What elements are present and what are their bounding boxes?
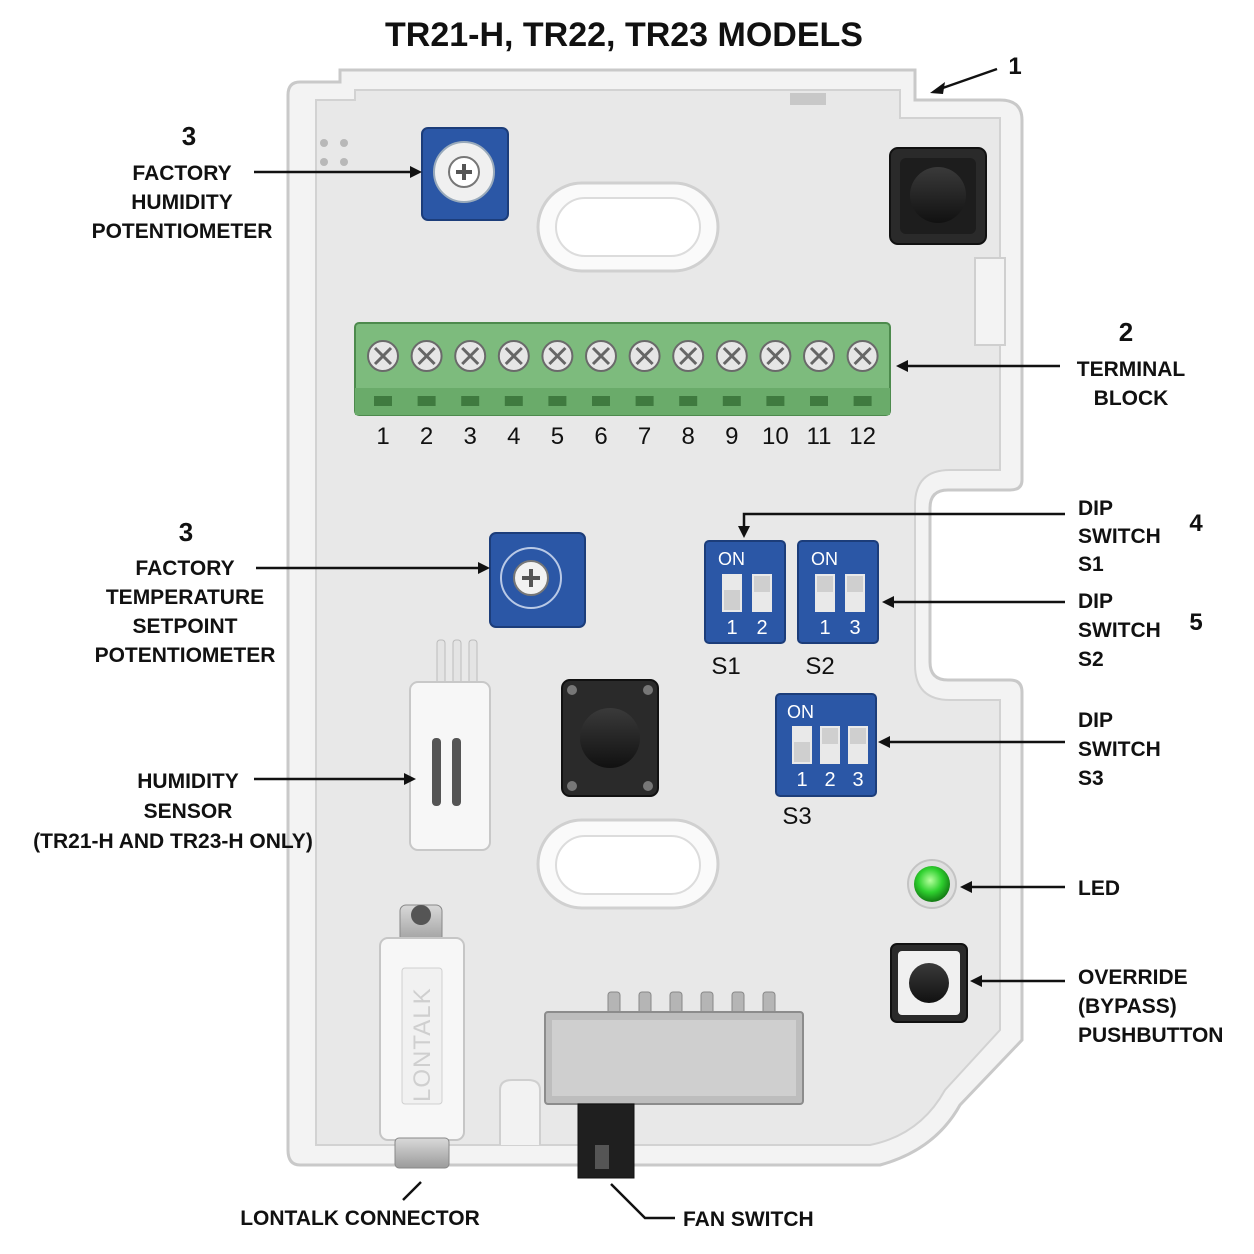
callout-1-num: 1 [1008,53,1021,80]
override-pushbutton[interactable] [890,943,968,1023]
s3-num-3: 3 [852,769,863,791]
callout-ov-l2: (BYPASS) [1078,995,1177,1018]
terminal-screw-1[interactable] [367,340,399,406]
callout-humidity-sensor: HUMIDITY SENSOR (TR21-H AND TR23-H ONLY) [33,770,313,853]
callout-2-l2: BLOCK [1094,387,1169,410]
callout-s3-l1: DIP [1078,709,1113,732]
callout-3b-l1: FACTORY [135,557,234,580]
callout-3b-l2: TEMPERATURE [106,586,264,609]
terminal-number-12: 12 [849,423,876,450]
terminal-number-6: 6 [594,423,607,450]
dip-switch-s2[interactable]: ON 1 3 [797,540,879,644]
callout-4-l2: SWITCH [1078,525,1161,548]
terminal-screw-11[interactable] [803,340,835,406]
callout-5-num: 5 [1189,609,1202,636]
terminal-screw-5[interactable] [541,340,574,406]
s2-num-1: 1 [819,617,830,639]
callout-1: 1 [1008,53,1021,80]
humidity-sensor [409,639,491,851]
callout-4-l3: S1 [1078,553,1104,576]
callout-3b-l4: POTENTIOMETER [95,644,276,667]
fan-switch[interactable] [544,991,804,1179]
callout-4-num: 4 [1189,510,1203,537]
terminal-screw-4[interactable] [497,340,530,406]
lontalk-connector[interactable]: LONTALK [379,904,465,1169]
terminal-number-4: 4 [507,423,520,450]
s3-num-2: 2 [824,769,835,791]
callout-2-l1: TERMINAL [1077,358,1186,381]
terminal-screw-6[interactable] [585,340,617,406]
callout-dip-s3: DIP SWITCH S3 [1078,709,1161,790]
callout-led: LED [1078,877,1120,900]
lontalk-body-text: LONTALK [409,987,436,1102]
callout-fan-l1: FAN SWITCH [683,1208,814,1231]
status-led [907,859,957,909]
callout-4-l1: DIP [1078,497,1113,520]
s2-name: S2 [805,653,834,680]
callout-lontalk: LONTALK CONNECTOR [240,1207,480,1230]
terminal-screw-2[interactable] [410,340,443,406]
humidity-potentiometer[interactable] [421,127,509,221]
top-pushbutton[interactable] [889,147,987,245]
callout-3a-l1: FACTORY [132,162,231,185]
s1-on-label: ON [718,549,745,569]
s1-name: S1 [711,653,740,680]
s1-num-2: 2 [756,617,767,639]
terminal-number-7: 7 [638,423,651,450]
callout-3a-num: 3 [182,121,196,151]
terminal-screw-3[interactable] [454,340,487,406]
dip-switch-s1[interactable]: ON 1 2 [704,540,786,644]
terminal-number-3: 3 [464,423,477,450]
callout-temperature-pot: 3 FACTORY TEMPERATURE SETPOINT POTENTIOM… [95,517,276,667]
terminal-number-5: 5 [551,423,564,450]
callout-ov-l1: OVERRIDE [1078,966,1188,989]
terminal-number-8: 8 [682,423,695,450]
center-pushbutton[interactable] [561,679,659,797]
s2-num-2: 3 [849,617,860,639]
callout-dip-s2: DIP SWITCH S2 5 [1078,590,1203,671]
s2-on-label: ON [811,549,838,569]
s1-num-1: 1 [726,617,737,639]
callout-5-l2: SWITCH [1078,619,1161,642]
callout-3b-num: 3 [179,517,193,547]
callout-terminal-block: 2 TERMINAL BLOCK [1077,317,1186,410]
terminal-block [354,322,891,416]
terminal-screw-8[interactable] [672,340,705,406]
s3-on-label: ON [787,702,814,722]
callout-5-l1: DIP [1078,590,1113,613]
callout-2-num: 2 [1119,317,1133,347]
terminal-number-1: 1 [376,423,389,450]
callout-3b-l3: SETPOINT [132,615,237,638]
callout-humidity-pot: 3 FACTORY HUMIDITY POTENTIOMETER [92,121,273,243]
callout-s3-l2: SWITCH [1078,738,1161,761]
callout-5-l3: S2 [1078,648,1104,671]
terminal-number-10: 10 [762,423,789,450]
terminal-number-11: 11 [807,423,832,450]
callout-3a-l2: HUMIDITY [131,191,233,214]
terminal-screw-7[interactable] [628,340,661,406]
callout-hs-l3: (TR21-H AND TR23-H ONLY) [33,830,313,853]
terminal-number-9: 9 [725,423,738,450]
temperature-potentiometer[interactable] [489,532,586,628]
page-title: TR21-H, TR22, TR23 MODELS [385,16,863,54]
callout-lontalk-l1: LONTALK CONNECTOR [240,1207,480,1230]
terminal-number-2: 2 [420,423,433,450]
callout-dip-s1: DIP SWITCH S1 4 [1078,497,1203,576]
callout-led-l1: LED [1078,877,1120,900]
s3-name: S3 [782,803,811,830]
leader-lines [254,67,1065,1220]
callout-3a-l3: POTENTIOMETER [92,220,273,243]
terminal-screw-12[interactable] [846,340,879,406]
dip-switch-s3[interactable]: ON 1 2 3 [775,693,877,797]
s3-num-1: 1 [796,769,807,791]
callout-s3-l3: S3 [1078,767,1104,790]
callout-override: OVERRIDE (BYPASS) PUSHBUTTON [1078,966,1223,1047]
terminal-screw-10[interactable] [759,340,792,406]
callout-hs-l1: HUMIDITY [137,770,239,793]
callout-ov-l3: PUSHBUTTON [1078,1024,1223,1047]
terminal-screw-9[interactable] [715,340,748,406]
callout-hs-l2: SENSOR [144,800,233,823]
callout-fan: FAN SWITCH [683,1208,814,1231]
